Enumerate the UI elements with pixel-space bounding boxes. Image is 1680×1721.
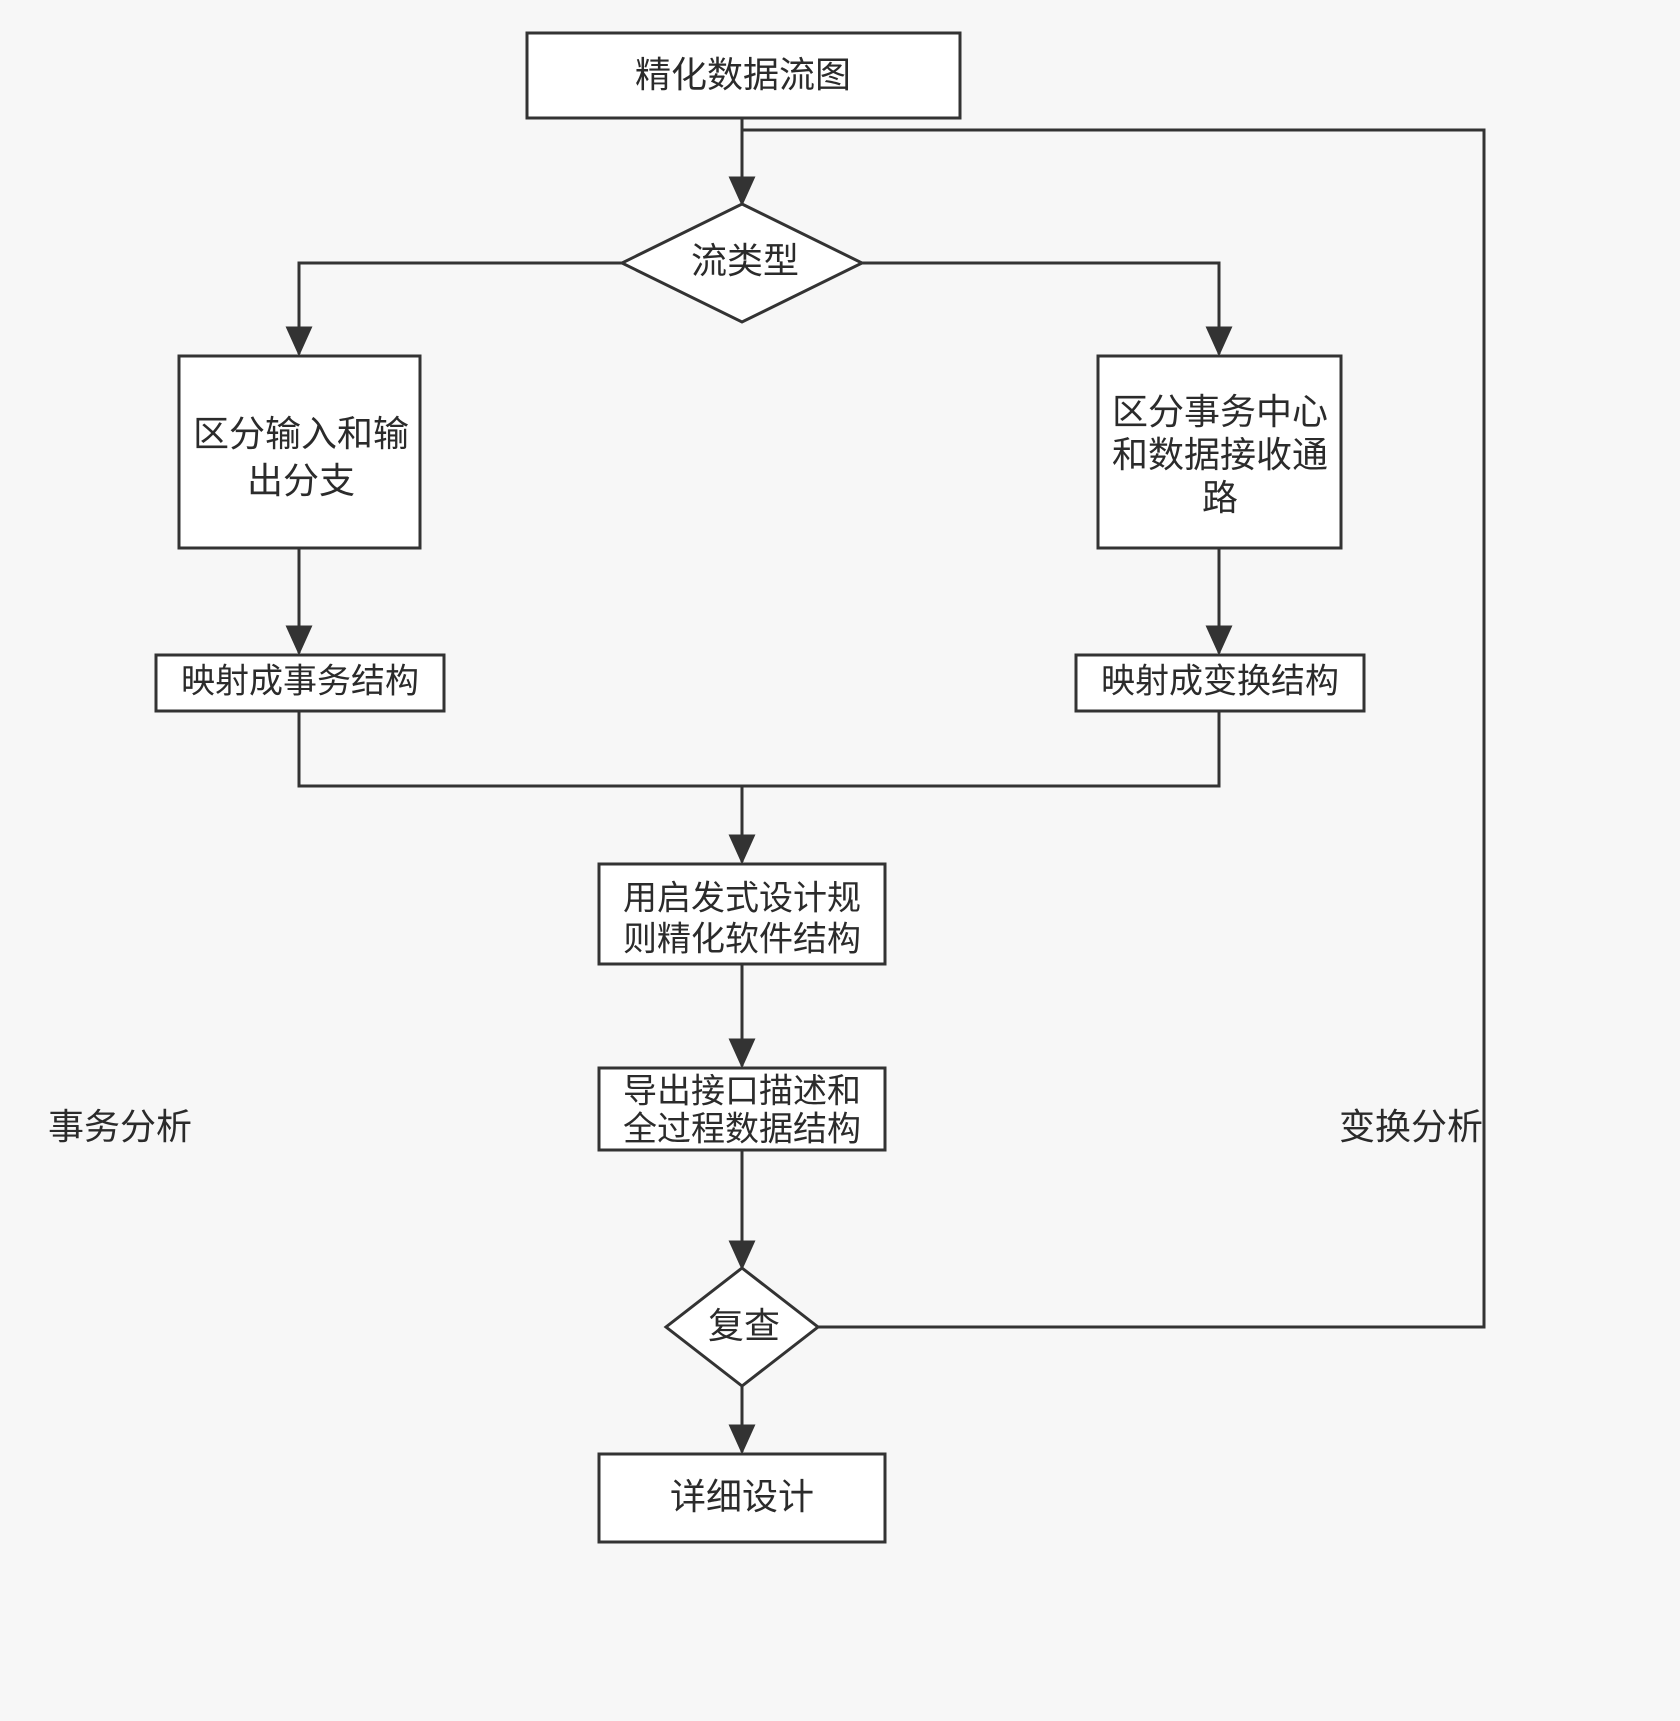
node-distinguish-transaction-label-line2: 和数据接收通 [1112,435,1328,476]
node-distinguish-transaction-label-line1: 区分事务中心 [1112,392,1328,433]
edge-maptransform-merge [742,709,1221,788]
node-heuristic-refine[interactable]: 用启发式设计规 则精化软件结构 [597,862,887,966]
node-map-transaction-box [154,653,446,713]
node-review-label: 复查 [708,1306,780,1347]
node-detail-design-label: 详细设计 [670,1477,814,1518]
node-map-transaction-label: 映射成事务结构 [181,662,419,702]
node-map-transform-label: 映射成变换结构 [1101,662,1339,702]
edge-review-loop-back [742,128,1486,1329]
node-heuristic-refine-label-line1: 用启发式设计规 [623,879,861,919]
node-detail-design-box [597,1452,887,1544]
node-export-interface[interactable]: 导出接口描述和 全过程数据结构 [597,1066,887,1152]
node-distinguish-io-label-line2: 出分支 [247,461,355,502]
node-review-diamond [663,1266,821,1388]
edge-flowtype-right [862,261,1233,357]
node-heuristic-refine-label-line2: 则精化软件结构 [623,920,861,960]
node-distinguish-io[interactable]: 区分输入和输 出分支 [177,354,422,550]
node-review[interactable]: 复查 [663,1266,821,1388]
node-flow-type-label: 流类型 [691,241,799,282]
side-label-right-transform-analysis: 变换分析 [1339,1107,1483,1148]
node-detail-design[interactable]: 详细设计 [597,1452,887,1544]
node-map-transform-box [1074,653,1366,713]
node-export-interface-label-line2: 全过程数据结构 [623,1110,861,1150]
node-export-interface-box [597,1066,887,1152]
node-flow-type[interactable]: 流类型 [618,202,866,324]
node-map-transaction[interactable]: 映射成事务结构 [154,653,446,713]
node-map-transform[interactable]: 映射成变换结构 [1074,653,1366,713]
node-refine-dfd-label: 精化数据流图 [635,55,851,96]
node-export-interface-label-line1: 导出接口描述和 [623,1072,861,1112]
node-flow-type-diamond [618,202,866,324]
node-distinguish-io-label-line1: 区分输入和输 [193,414,409,455]
edge-maptx-merge [297,709,742,788]
node-distinguish-transaction-label-line3: 路 [1202,478,1238,519]
node-refine-dfd-box [525,31,962,120]
node-distinguish-io-box [177,354,422,550]
side-label-left-transaction-analysis: 事务分析 [48,1107,192,1148]
node-refine-dfd[interactable]: 精化数据流图 [525,31,962,120]
node-distinguish-transaction[interactable]: 区分事务中心 和数据接收通 路 [1096,354,1343,550]
edge-flowtype-left [285,261,622,357]
node-heuristic-refine-box [597,862,887,966]
node-distinguish-transaction-box [1096,354,1343,550]
